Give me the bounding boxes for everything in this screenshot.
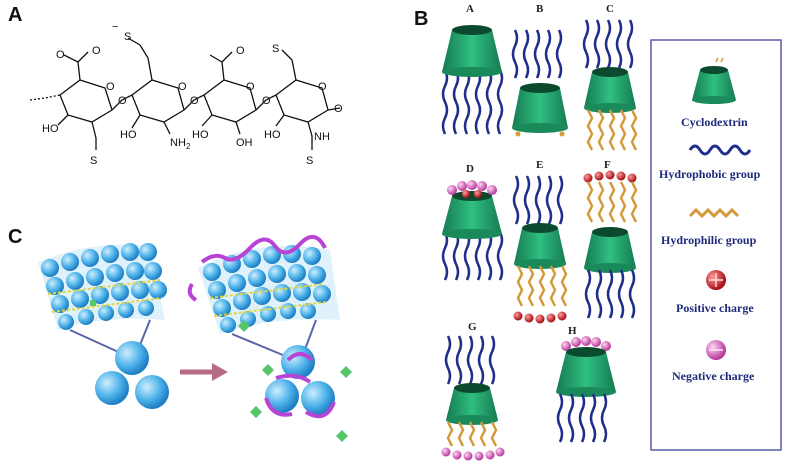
atom-o: O	[118, 95, 127, 107]
panel-c-illustration	[38, 235, 352, 442]
atom-o: O	[334, 103, 343, 115]
atom-o: O	[190, 95, 199, 107]
sublabel-a: A	[466, 3, 474, 15]
atom-ho: HO	[42, 123, 59, 135]
cyclodextrin-icon	[692, 57, 736, 104]
legend-hydrophilic: Hydrophilic group	[661, 233, 757, 247]
atom-o: O	[178, 81, 187, 93]
structure-d: D	[441, 163, 504, 281]
polymer-chain	[264, 352, 336, 419]
legend-negative: Negative charge	[672, 369, 755, 383]
atom-s: S	[306, 155, 313, 167]
structure-h: H	[556, 325, 616, 443]
atom-o: O	[92, 45, 101, 57]
structure-b: B	[511, 3, 568, 137]
nanoparticle	[265, 379, 299, 413]
nanoparticle	[95, 371, 129, 405]
atom-nh2-subscript: 2	[186, 142, 191, 151]
atom-s: S	[124, 31, 131, 43]
nanoparticle	[135, 375, 169, 409]
cyclodextrin-sphere-array-right	[187, 235, 340, 334]
atom-o: O	[246, 81, 255, 93]
structure-c: C	[582, 3, 638, 151]
sublabel-c: C	[606, 3, 614, 15]
legend-cyclodextrin: Cyclodextrin	[681, 115, 748, 129]
structure-g: G	[441, 321, 505, 461]
atom-oh: OH	[236, 137, 253, 149]
positive-charge-icon	[706, 270, 726, 290]
nanoparticle	[281, 345, 315, 379]
legend-frame	[650, 39, 782, 451]
atom-s: S	[90, 155, 97, 167]
atom-ho: HO	[120, 129, 137, 141]
atom-s: S	[272, 43, 279, 55]
panel-label-b: B	[414, 8, 429, 30]
hydrophilic-chain-icon	[688, 207, 740, 219]
atom-nh2: NH	[170, 137, 186, 149]
hydrophobic-chain-icon	[688, 144, 752, 156]
atom-o: O	[236, 45, 245, 57]
atom-o: O	[56, 49, 65, 61]
atom-ho: HO	[192, 129, 209, 141]
atom-ho: HO	[264, 129, 281, 141]
sublabel-e: E	[536, 159, 543, 171]
sublabel-g: G	[468, 321, 477, 333]
drug-molecules	[238, 320, 352, 442]
nanoparticle	[301, 381, 335, 415]
panel-label-c: C	[8, 226, 23, 248]
heparin-atom-labels: O O O HO S S − O O HO NH 2 O O O HO OH O…	[42, 21, 343, 167]
sublabel-b: B	[536, 3, 544, 15]
legend-positive: Positive charge	[676, 301, 754, 315]
sublabel-d: D	[466, 163, 474, 175]
arrow-right-icon	[180, 363, 228, 381]
atom-minus: −	[112, 21, 118, 33]
sublabel-f: F	[604, 159, 611, 171]
structure-a: A	[441, 3, 504, 135]
panel-label-a: A	[8, 4, 23, 26]
atom-nh: NH	[314, 131, 330, 143]
heparin-structure	[29, 37, 341, 150]
structure-e: E	[512, 159, 568, 324]
atom-o: O	[262, 95, 271, 107]
structure-f: F	[583, 159, 638, 319]
legend: Cyclodextrin Hydrophobic group Hydrophil…	[650, 39, 782, 451]
sublabel-h: H	[568, 325, 577, 337]
atom-o: O	[318, 81, 327, 93]
cyclodextrin-sphere-array-left	[38, 243, 167, 330]
atom-o: O	[106, 81, 115, 93]
panel-b-structures: A B	[441, 3, 638, 461]
nanoparticle	[115, 341, 149, 375]
legend-hydrophobic: Hydrophobic group	[659, 167, 761, 181]
negative-charge-icon	[706, 340, 726, 360]
